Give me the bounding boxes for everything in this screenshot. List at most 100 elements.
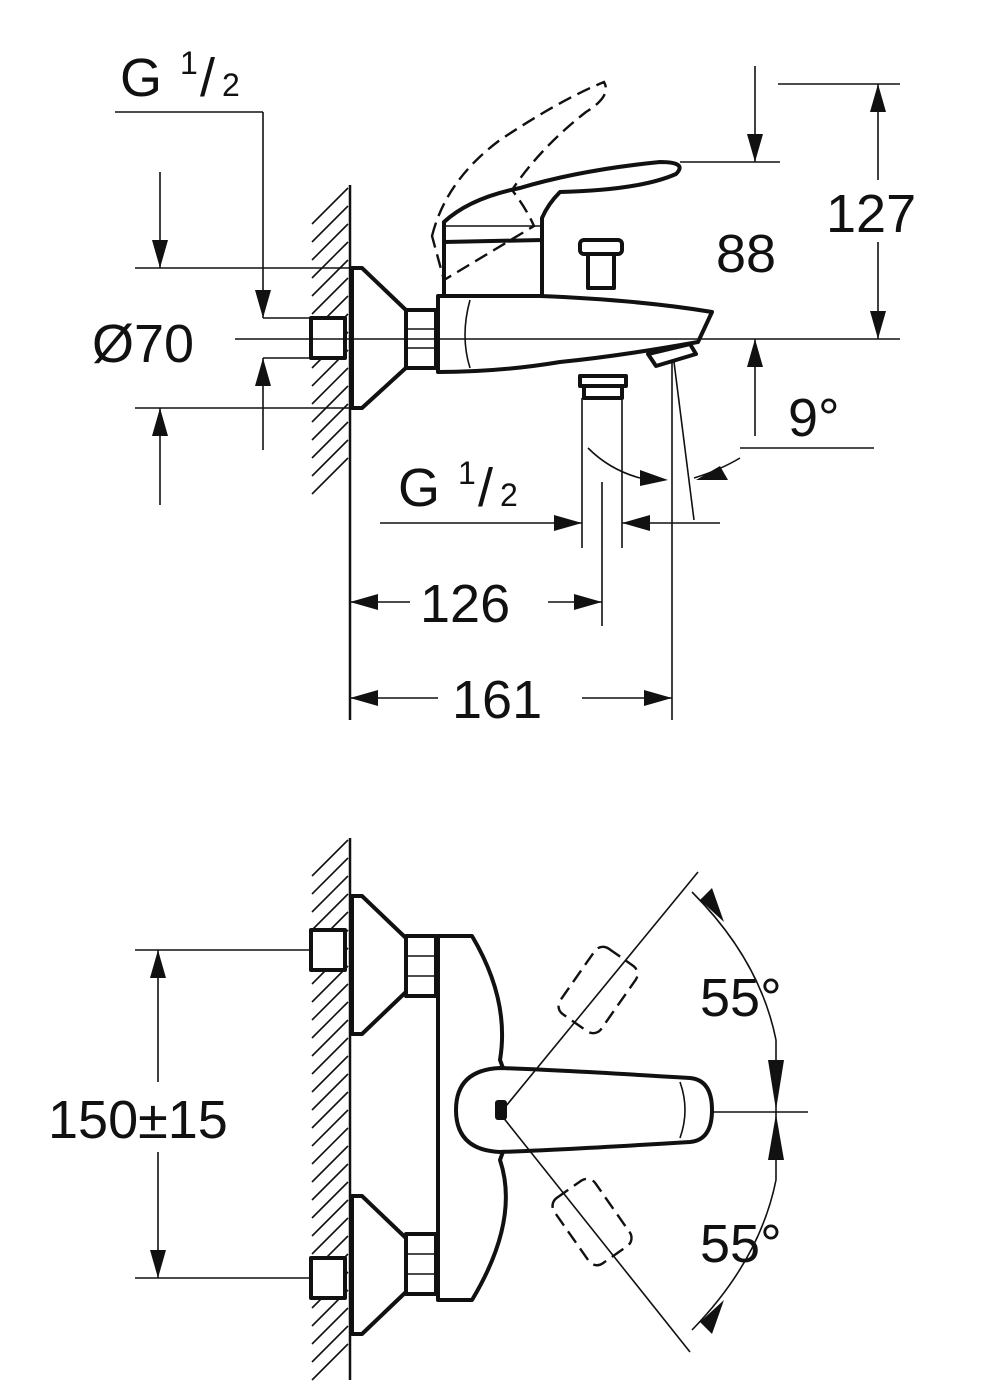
hatch-line [311, 223, 349, 261]
arrow-head [644, 690, 672, 706]
outlet-thread-den: 2 [500, 477, 518, 513]
nut-top-upper [404, 934, 438, 998]
hatch-line [311, 839, 349, 877]
hatch-line [311, 205, 349, 243]
arrow-head [150, 950, 166, 978]
hatch-line [311, 1343, 349, 1381]
lever-axis-up [505, 871, 699, 1107]
spout-outlet [646, 342, 698, 368]
side-view: G 1 / 2 Ø70 127 88 9° [92, 45, 926, 730]
diameter-label: Ø70 [92, 314, 194, 374]
hatch-line [311, 875, 349, 913]
hatch-line [311, 1055, 349, 1093]
arrow-head [152, 240, 168, 268]
hatch-line [311, 983, 349, 1021]
diverter-cap [578, 238, 624, 256]
arrow-head [574, 594, 602, 610]
arrow-head [255, 290, 271, 318]
label-bg [830, 180, 926, 242]
hatch-line [311, 1073, 349, 1111]
lever-angle-down-label: 55° [700, 1214, 782, 1274]
hatch-line [311, 1109, 349, 1147]
top-view: 55° 55° 150±15 [48, 838, 808, 1381]
inlet-stub-side [309, 316, 347, 360]
lever-axis-down [501, 1115, 691, 1353]
rosette-side [350, 266, 410, 410]
outlet-thread-slash: / [478, 458, 493, 518]
angle-spout-line [673, 361, 695, 521]
lever-housing-side [442, 238, 544, 298]
hatch-line [311, 1037, 349, 1075]
arrow-head [350, 594, 378, 610]
centre-distance-label: 150±15 [48, 1090, 228, 1150]
hatch-line [311, 1307, 349, 1345]
hatch-line [311, 1001, 349, 1039]
inlet-thread-label: G [120, 48, 162, 108]
outlet-thread-num: 1 [458, 455, 476, 491]
wall-hatching-side [311, 187, 349, 495]
arrow-head [255, 358, 271, 386]
arrow-head [150, 1250, 166, 1278]
arrow-head [640, 470, 668, 486]
lower-outlet-nut [578, 374, 628, 388]
hatch-line [311, 403, 349, 441]
nut-top-lower [404, 1232, 438, 1296]
outlet-offset-label: 126 [420, 574, 510, 634]
inlet-thread-slash: / [200, 48, 215, 108]
lever-raised-dashed [430, 80, 608, 282]
angle-arc-left [587, 447, 641, 479]
spout-angle-label: 9° [788, 388, 840, 448]
hatch-line [311, 259, 349, 297]
hatch-line [311, 241, 349, 279]
hatch-line [311, 421, 349, 459]
arrow-head [622, 515, 650, 531]
lever-indicator [495, 1100, 507, 1120]
hatch-line [311, 385, 349, 423]
hatch-line [311, 1163, 349, 1201]
body-contour [464, 299, 471, 369]
hatch-line [311, 1019, 349, 1057]
total-projection-label: 161 [452, 670, 542, 730]
rosette-top-lower [350, 1194, 410, 1336]
hatch-line [311, 1217, 349, 1255]
angle-arc-down [691, 1179, 777, 1331]
spout-height-label: 127 [826, 184, 916, 244]
inlet-thread-den: 2 [222, 67, 240, 103]
arrow-head [768, 1060, 784, 1110]
mixer-body-side [436, 294, 714, 374]
hatch-line [311, 367, 349, 405]
lever-top [454, 1066, 714, 1154]
hatch-line [311, 1325, 349, 1363]
arrow-head [747, 339, 763, 367]
inlet-thread-num: 1 [180, 45, 198, 81]
hatch-line [311, 857, 349, 895]
hatch-line [311, 1181, 349, 1219]
arrow-head [554, 515, 582, 531]
hatch-line [311, 893, 349, 931]
arrow-head [870, 311, 886, 339]
arrow-head [768, 1114, 784, 1160]
arrow-head [152, 408, 168, 436]
lever-grip [679, 1081, 686, 1139]
rosette-top-upper [350, 894, 410, 1036]
arrow-head [870, 84, 886, 112]
hatch-line [311, 457, 349, 495]
arrow-head [696, 466, 728, 480]
lever-angle-up-label: 55° [700, 968, 782, 1028]
arrow-head [700, 888, 724, 922]
lever-height-label: 88 [716, 224, 776, 284]
outlet-thread-label: G [398, 458, 440, 518]
hatch-line [311, 187, 349, 225]
inlet-stub-top-lower [309, 1256, 347, 1300]
arrow-head [700, 1300, 724, 1334]
hatch-line [311, 1127, 349, 1165]
lever-pos-down-dashed [551, 1177, 633, 1267]
hatch-line [311, 1199, 349, 1237]
inlet-stub-top-upper [309, 928, 347, 972]
hatch-line [311, 277, 349, 315]
hatch-line [311, 439, 349, 477]
arrow-head [350, 690, 378, 706]
arrow-head [747, 134, 763, 162]
hatch-line [311, 1091, 349, 1129]
